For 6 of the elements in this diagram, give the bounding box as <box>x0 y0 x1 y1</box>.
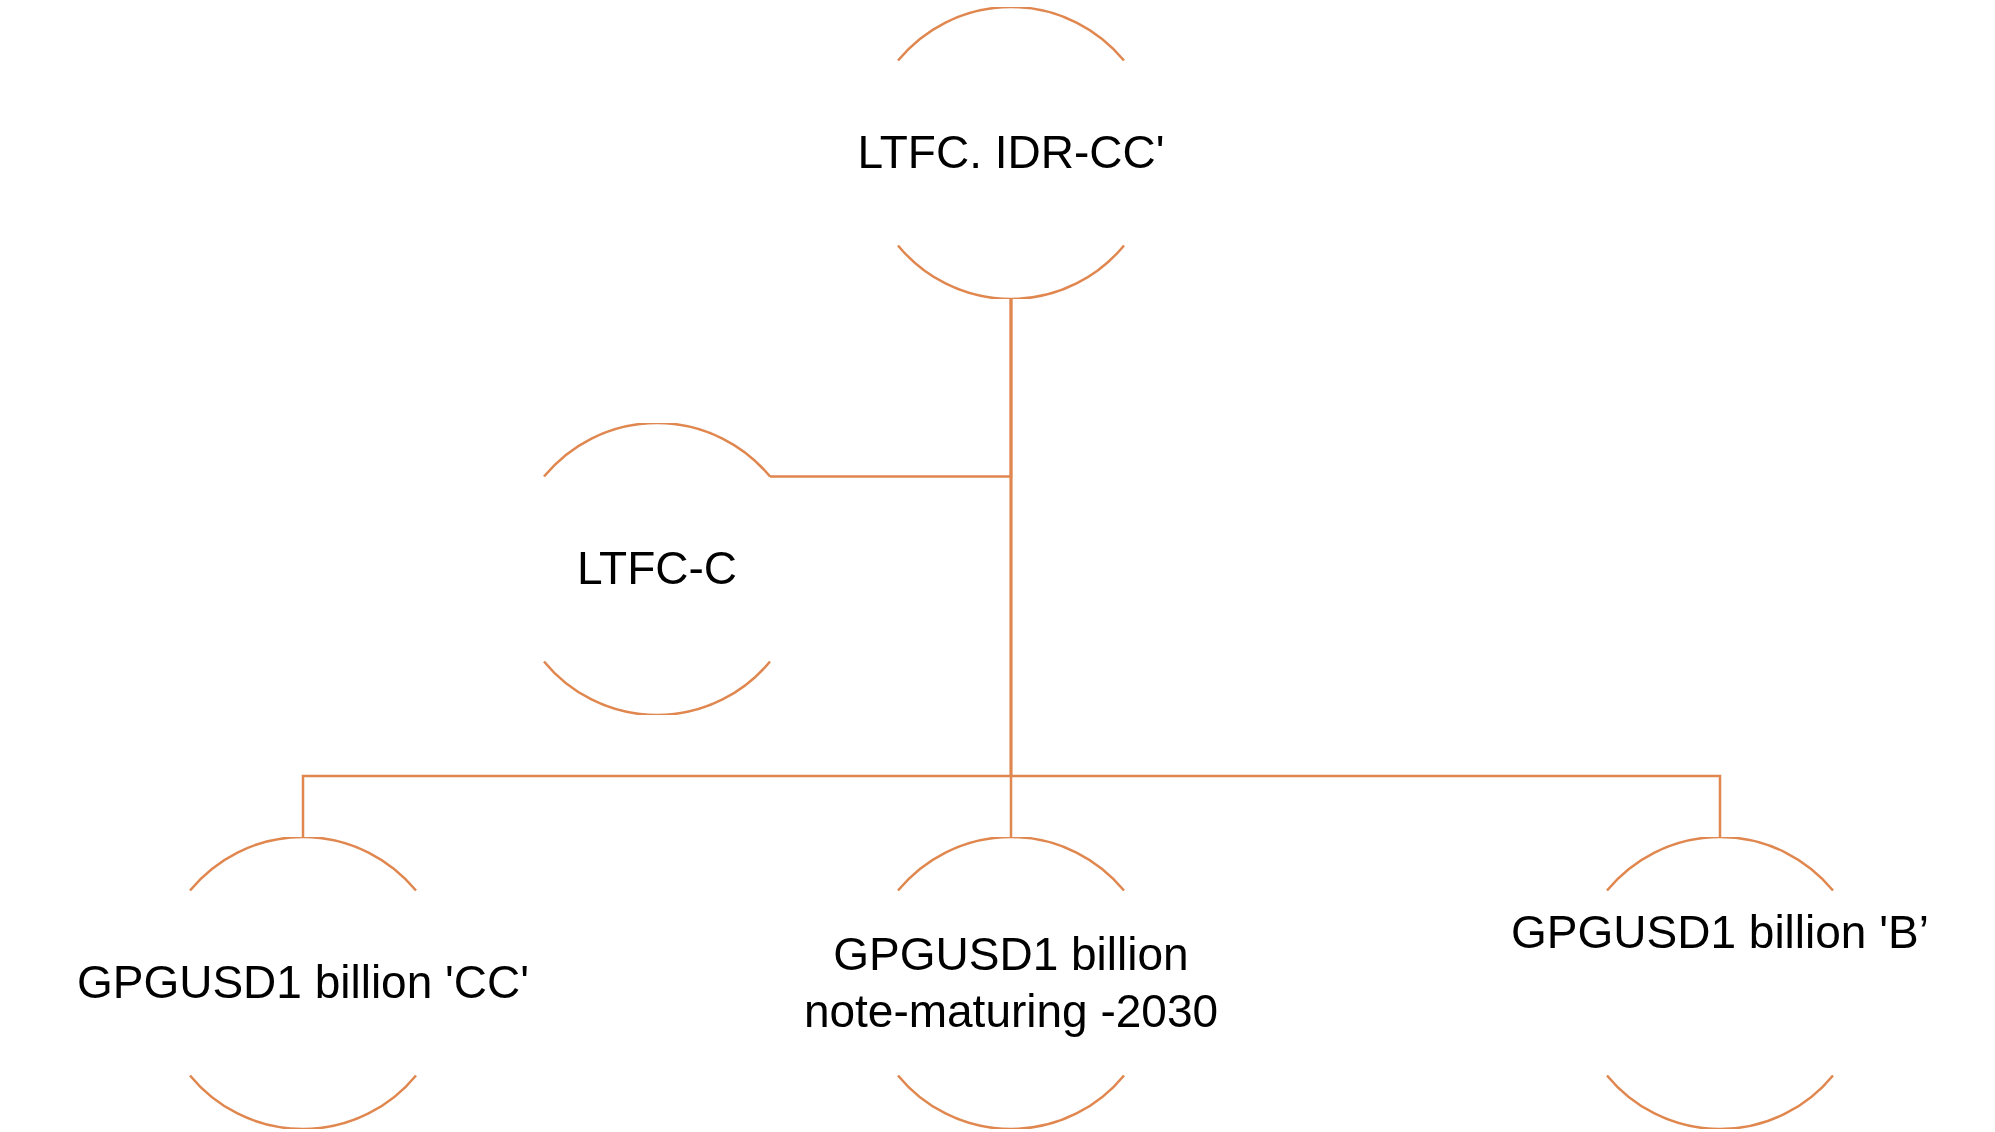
node-label: GPGUSD1 billion 'CC' <box>76 955 530 1011</box>
node-label: GPGUSD1 billion 'B’ <box>1511 905 1929 961</box>
node-label: LTFC. IDR-CC' <box>857 125 1165 181</box>
node-label: GPGUSD1 billion note-maturing -2030 <box>802 926 1220 1039</box>
node-label: LTFC-C <box>576 541 738 597</box>
connector-line <box>1009 299 1722 837</box>
